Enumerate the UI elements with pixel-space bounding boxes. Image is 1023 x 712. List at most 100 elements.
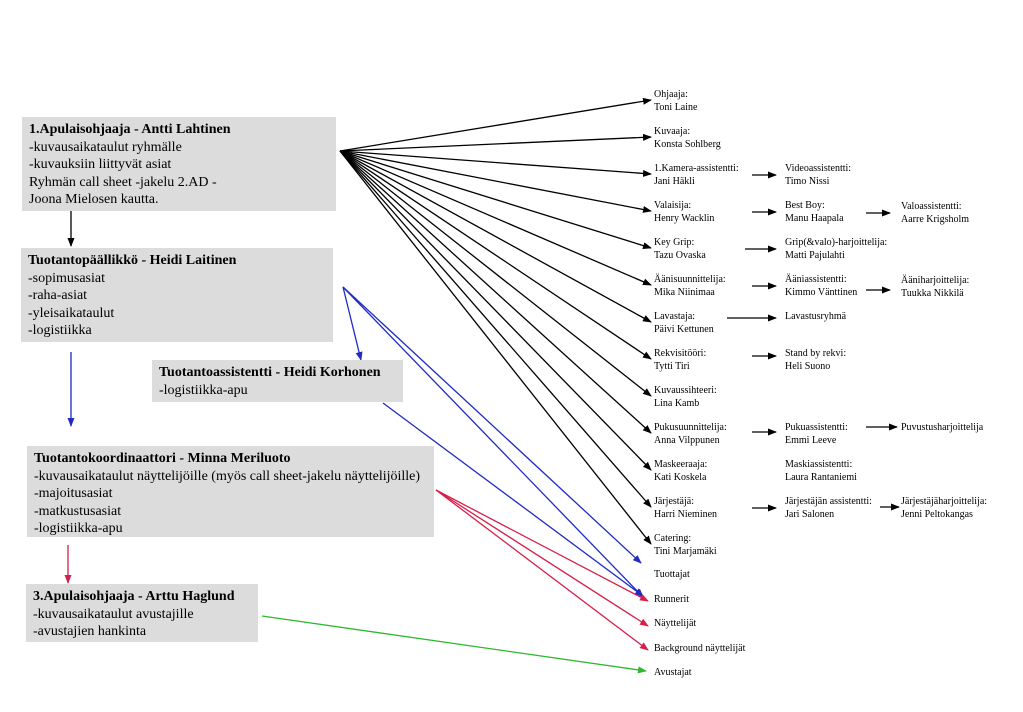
node-role: Best Boy:: [785, 200, 825, 211]
node-pukusuunnittelija: Pukusuunnittelija:Anna Vilppunen: [654, 422, 727, 447]
node-person: Tini Marjamäki: [654, 545, 717, 557]
arrow-ad1-maskeeraaja: [339, 150, 652, 471]
box-1st-ad-line: Ryhmän call sheet -jakelu 2.AD -: [29, 174, 217, 190]
box-production-manager-line: -yleisaikataulut: [28, 305, 115, 321]
node-puvustusharjoittelija: Puvustusharjoittelija: [901, 422, 983, 435]
box-3rd-ad-line: -kuvausaikataulut avustajille: [33, 606, 194, 622]
node-jarjestajan-assistentti: Järjestäjän assistentti:Jari Salonen: [785, 496, 872, 521]
box-production-coordinator-title: Tuotantokoordinaattori - Minna Meriluoto: [34, 451, 291, 466]
node-key-grip: Key Grip:Tazu Ovaska: [654, 237, 706, 262]
arrow-ad1-keygrip: [339, 150, 652, 249]
node-aanisuunnittelija: Äänisuunnittelija:Mika Niinimaa: [654, 274, 726, 299]
box-production-coordinator-line: -majoitusasiat: [34, 486, 113, 501]
arrow-tp-to-ta: [342, 286, 363, 361]
node-person: Tuukka Nikkilä: [901, 287, 964, 299]
node-jarjestajaharjoittelija: Järjestäjäharjoittelija:Jenni Peltokanga…: [901, 496, 987, 521]
arrow-ad1-kuvaaja: [339, 133, 652, 152]
node-role: Videoassistentti:: [785, 163, 852, 174]
group-label: Näyttelijät: [654, 618, 697, 629]
node-role: Äänisuunnittelija:: [654, 274, 726, 285]
node-person: Lina Kamb: [654, 397, 700, 409]
node-role: Pukuassistentti:: [785, 422, 848, 433]
box-production-assistant: Tuotantoassistentti - Heidi Korhonen -lo…: [152, 360, 403, 402]
group-runnerit: Runnerit: [654, 594, 689, 607]
node-role: Valaisija:: [654, 200, 692, 211]
node-person: Anna Vilppunen: [654, 434, 720, 446]
box-production-coordinator-line: -matkustusasiat: [34, 503, 122, 519]
box-production-assistant-title: Tuotantoassistentti - Heidi Korhonen: [159, 365, 381, 380]
node-role: Rekvisitööri:: [654, 348, 707, 359]
node-role: Stand by rekvi:: [785, 348, 847, 359]
arrow-tk-to-background: [435, 489, 649, 651]
box-1st-ad-line: Joona Mielosen kautta.: [29, 192, 159, 207]
node-person: Toni Laine: [654, 101, 698, 113]
node-person: Jenni Peltokangas: [901, 508, 973, 520]
box-production-manager: Tuotantopäällikkö - Heidi Laitinen -sopi…: [21, 248, 333, 342]
box-production-assistant-line: -logistiikka-apu: [159, 382, 248, 398]
box-1st-ad-line: -kuvausaikataulut ryhmälle: [29, 139, 182, 155]
box-3rd-ad-title: 3.Apulaisohjaaja - Arttu Haglund: [33, 589, 235, 604]
node-role: Key Grip:: [654, 237, 695, 248]
blue-arrows: [342, 286, 644, 598]
group-tuottajat: Tuottajat: [654, 569, 690, 582]
node-role: Järjestäjän assistentti:: [785, 496, 872, 507]
node-role: 1.Kamera-assistentti:: [654, 163, 739, 174]
node-role: Lavastaja:: [654, 311, 696, 322]
arrow-ad1-aani: [339, 150, 652, 286]
node-person: Harri Nieminen: [654, 508, 718, 520]
node-role: Järjestäjäharjoittelija:: [901, 496, 988, 507]
node-pukuassistentti: Pukuassistentti:Emmi Leeve: [785, 422, 848, 447]
box-1st-ad: 1.Apulaisohjaaja - Antti Lahtinen -kuvau…: [22, 117, 336, 211]
node-person: Päivi Kettunen: [654, 323, 714, 335]
node-person: Jani Häkli: [654, 175, 695, 187]
arrow-tp-to-tuottajat: [342, 286, 642, 564]
box-production-coordinator-line: -logistiikka-apu: [34, 521, 123, 536]
node-person: Tazu Ovaska: [654, 249, 706, 261]
arrow-ta-to-runnerit: [382, 402, 644, 597]
arrow-ad1-ohjaaja: [339, 97, 652, 152]
box-3rd-ad-line: -avustajien hankinta: [33, 624, 147, 639]
node-role: Maskeeraaja:: [654, 459, 708, 470]
arrow-ad1-lavastaja: [339, 150, 652, 323]
node-aaniassistentti: Ääniassistentti:Kimmo Vänttinen: [785, 274, 857, 299]
arrow-ad1-kuvaussihteeri: [339, 150, 652, 397]
node-kuvaaja: Kuvaaja:Konsta Sohlberg: [654, 126, 721, 151]
arrow-ad1-jarjestaja: [339, 150, 652, 508]
node-kamera-assistentti: 1.Kamera-assistentti:Jani Häkli: [654, 163, 739, 188]
group-label: Tuottajat: [654, 569, 690, 580]
arrow-ad1-rekvisiitta: [339, 150, 652, 360]
group-label: Background näyttelijät: [654, 643, 746, 654]
node-stand-by-rekvi: Stand by rekvi:Heli Suono: [785, 348, 846, 373]
arrow-ad1-puku: [339, 150, 652, 434]
node-person: Aarre Krigsholm: [901, 213, 970, 225]
node-valaisija: Valaisija:Henry Wacklin: [654, 200, 714, 225]
node-role: Maskiassistentti:: [785, 459, 853, 470]
node-person: Manu Haapala: [785, 212, 844, 224]
node-role: Ohjaaja:: [654, 89, 688, 100]
arrow-ad1-catering: [339, 150, 652, 545]
box-3rd-ad: 3.Apulaisohjaaja - Arttu Haglund -kuvaus…: [26, 584, 258, 642]
arrow-tk-to-runnerit: [435, 489, 649, 602]
node-jarjestaja: Järjestäjä:Harri Nieminen: [654, 496, 717, 521]
node-person: Konsta Sohlberg: [654, 138, 721, 150]
box-1st-ad-title: 1.Apulaisohjaaja - Antti Lahtinen: [29, 122, 231, 137]
arrow-ad1-kamera: [339, 150, 652, 177]
node-aaniharjoittelija: Ääniharjoittelija:Tuukka Nikkilä: [901, 275, 969, 300]
node-lavastusryhma: Lavastusryhmä: [785, 311, 846, 324]
node-maskiassistentti: Maskiassistentti:Laura Rantaniemi: [785, 459, 857, 484]
node-person: Jari Salonen: [785, 508, 835, 520]
node-grip-harjoittelija: Grip(&valo)-harjoittelija:Matti Pajulaht…: [785, 237, 887, 262]
ad1-fan-arrows: [339, 97, 652, 545]
node-role: Valoassistentti:: [901, 201, 962, 212]
node-person: Timo Nissi: [785, 175, 830, 187]
node-rekvisitoori: Rekvisitööri:Tytti Tiri: [654, 348, 706, 373]
node-person: Laura Rantaniemi: [785, 471, 857, 483]
box-production-manager-line: -logistiikka: [28, 323, 92, 338]
box-production-coordinator-line: -kuvausaikataulut näyttelijöille (myös c…: [34, 468, 421, 484]
col3-arrows: [866, 209, 900, 511]
node-role: Kuvaussihteeri:: [654, 385, 717, 396]
col2-arrows: [727, 171, 777, 512]
node-role: Kuvaaja:: [654, 126, 691, 137]
arrow-ap3-to-avustajat: [261, 615, 647, 674]
